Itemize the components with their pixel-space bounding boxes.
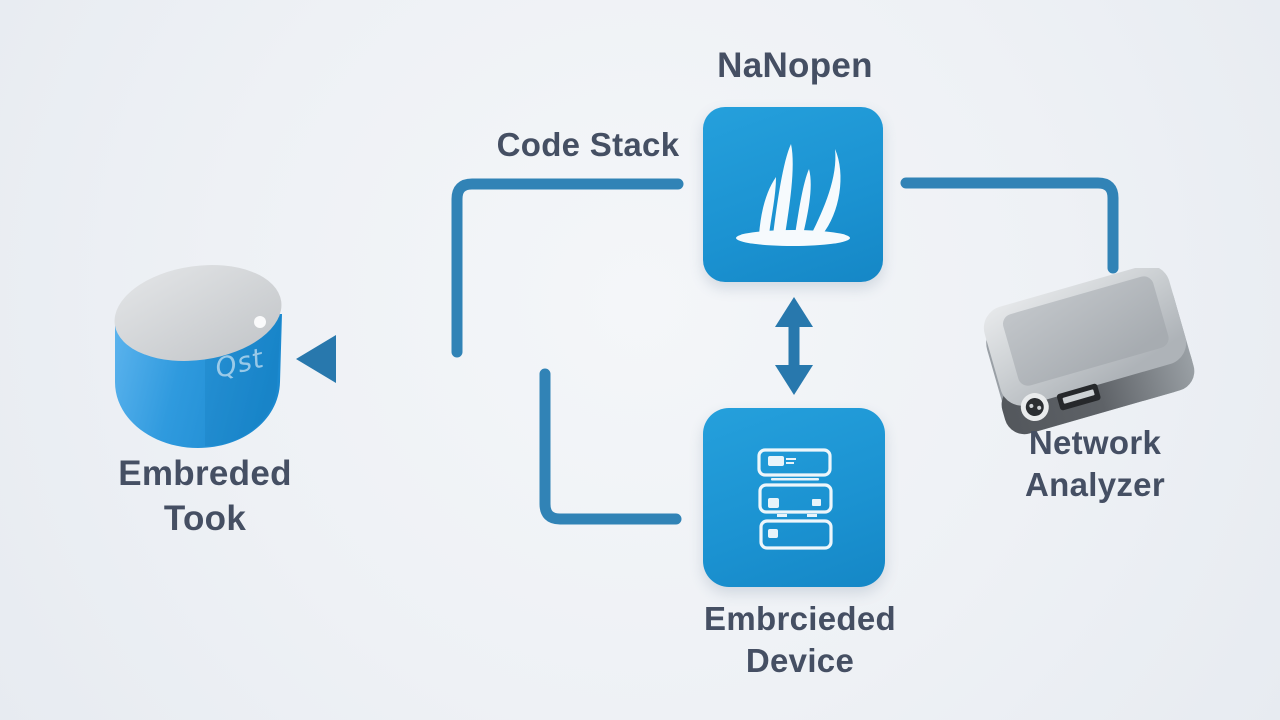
device-left-elbow [539, 368, 682, 525]
code-stack-label: Code Stack [496, 126, 680, 163]
embedded-tool-label-line2: Took [163, 498, 247, 538]
code-stack-elbow [451, 178, 684, 358]
embedded-device-label-line2: Device [745, 642, 855, 680]
nanopen-label: NaNopen [717, 46, 873, 85]
embedded-tool-node: Qst [110, 260, 288, 454]
grass-icon [736, 144, 850, 246]
network-analyzer-node [982, 265, 1196, 438]
embedded-device-tile [703, 408, 885, 587]
nanopen-right-elbow [900, 177, 1119, 274]
embedded-tool-label: Embreded Took [60, 452, 350, 542]
network-analyzer-device-icon [983, 265, 1195, 435]
database-cylinder-icon: Qst [114, 265, 282, 448]
server-stack-icon [757, 448, 833, 550]
nanopen-tile [703, 107, 883, 282]
network-analyzer-label: Network Analyzer [960, 422, 1230, 506]
embedded-tool-label-line1: Embreded [118, 454, 292, 493]
left-arrowhead [296, 335, 336, 383]
network-analyzer-label-line1: Network [1028, 424, 1162, 461]
embedded-device-label-line1: Embrcieded [704, 600, 896, 637]
vertical-double-arrow [775, 297, 813, 395]
network-analyzer-label-line2: Analyzer [1025, 466, 1165, 504]
embedded-device-label: Embrcieded Device [655, 598, 945, 682]
